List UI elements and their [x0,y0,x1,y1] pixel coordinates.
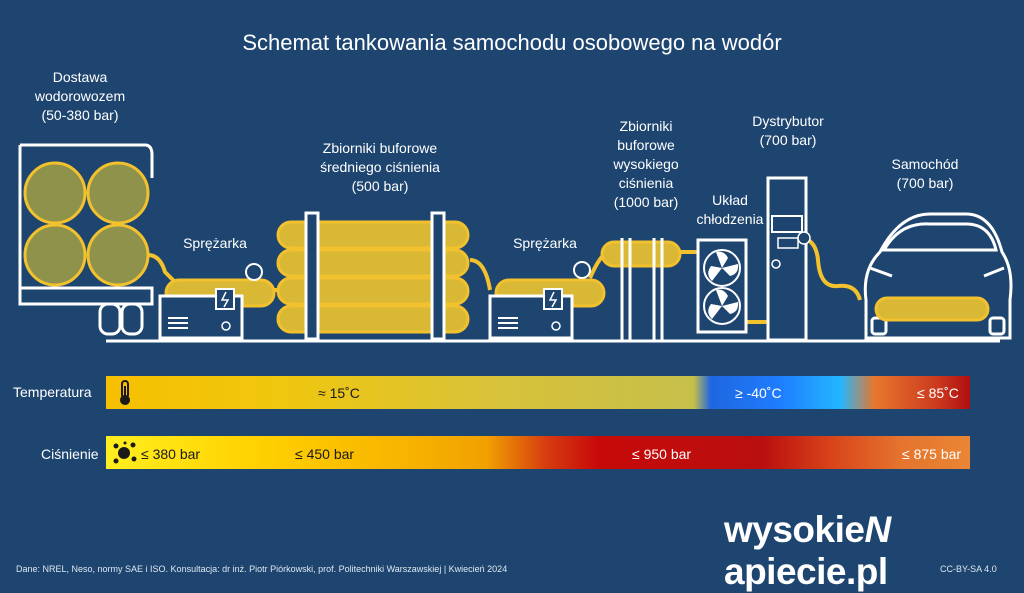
temperature-value-cooled: ≥ -40˚C [735,385,782,401]
compressor-1 [158,263,276,340]
label-dispenser: Dystrybutor (700 bar) [752,113,824,148]
label-compressor-2: Sprężarka [513,235,577,251]
cooling-unit [696,238,748,334]
pressure-bar [106,436,970,469]
temperature-bar [106,376,970,409]
label-delivery: Dostawa wodorowozem (50-380 bar) [34,69,126,123]
pressure-label: Ciśnienie [41,446,99,462]
footer-sources: Dane: NREL, Neso, normy SAE i ISO. Konsu… [16,564,508,574]
diagram-title: Schemat tankowania samochodu osobowego n… [242,30,782,55]
thermometer-icon [118,380,132,411]
truck-tanks [23,161,150,287]
car-tank [874,296,990,322]
logo-mark-icon: N [864,509,891,550]
hydrogen-truck [18,143,154,336]
label-cooling: Układ chłodzenia [696,192,764,227]
buffer-tank-high [600,238,682,340]
logo-text-left: wysokie [724,509,865,550]
brand-logo: wysokie N apiecie.pl [724,509,1024,593]
pressure-value-high: ≤ 950 bar [632,446,692,462]
pressure-particles-icon [112,440,138,471]
pressure-value-medium: ≤ 450 bar [295,446,355,462]
temperature-value-car: ≤ 85˚C [917,385,959,401]
label-car: Samochód (700 bar) [891,156,959,191]
car [863,212,1013,340]
footer-license: CC-BY-SA 4.0 [940,564,997,574]
label-buffer-high: Zbiorniki buforowe wysokiego ciśnienia (… [613,118,679,210]
logo-text-right: apiecie.pl [724,551,888,592]
compressor-2 [488,261,606,340]
temperature-value-ambient: ≈ 15˚C [318,385,360,401]
label-buffer-medium: Zbiorniki buforowe średniego ciśnienia (… [320,140,440,194]
buffer-tanks-medium [276,211,470,341]
pressure-value-delivery: ≤ 380 bar [141,446,201,462]
temperature-label: Temperatura [13,384,92,400]
pressure-value-car: ≤ 875 bar [902,446,962,462]
label-compressor-1: Sprężarka [183,235,247,251]
dispenser [766,176,811,342]
